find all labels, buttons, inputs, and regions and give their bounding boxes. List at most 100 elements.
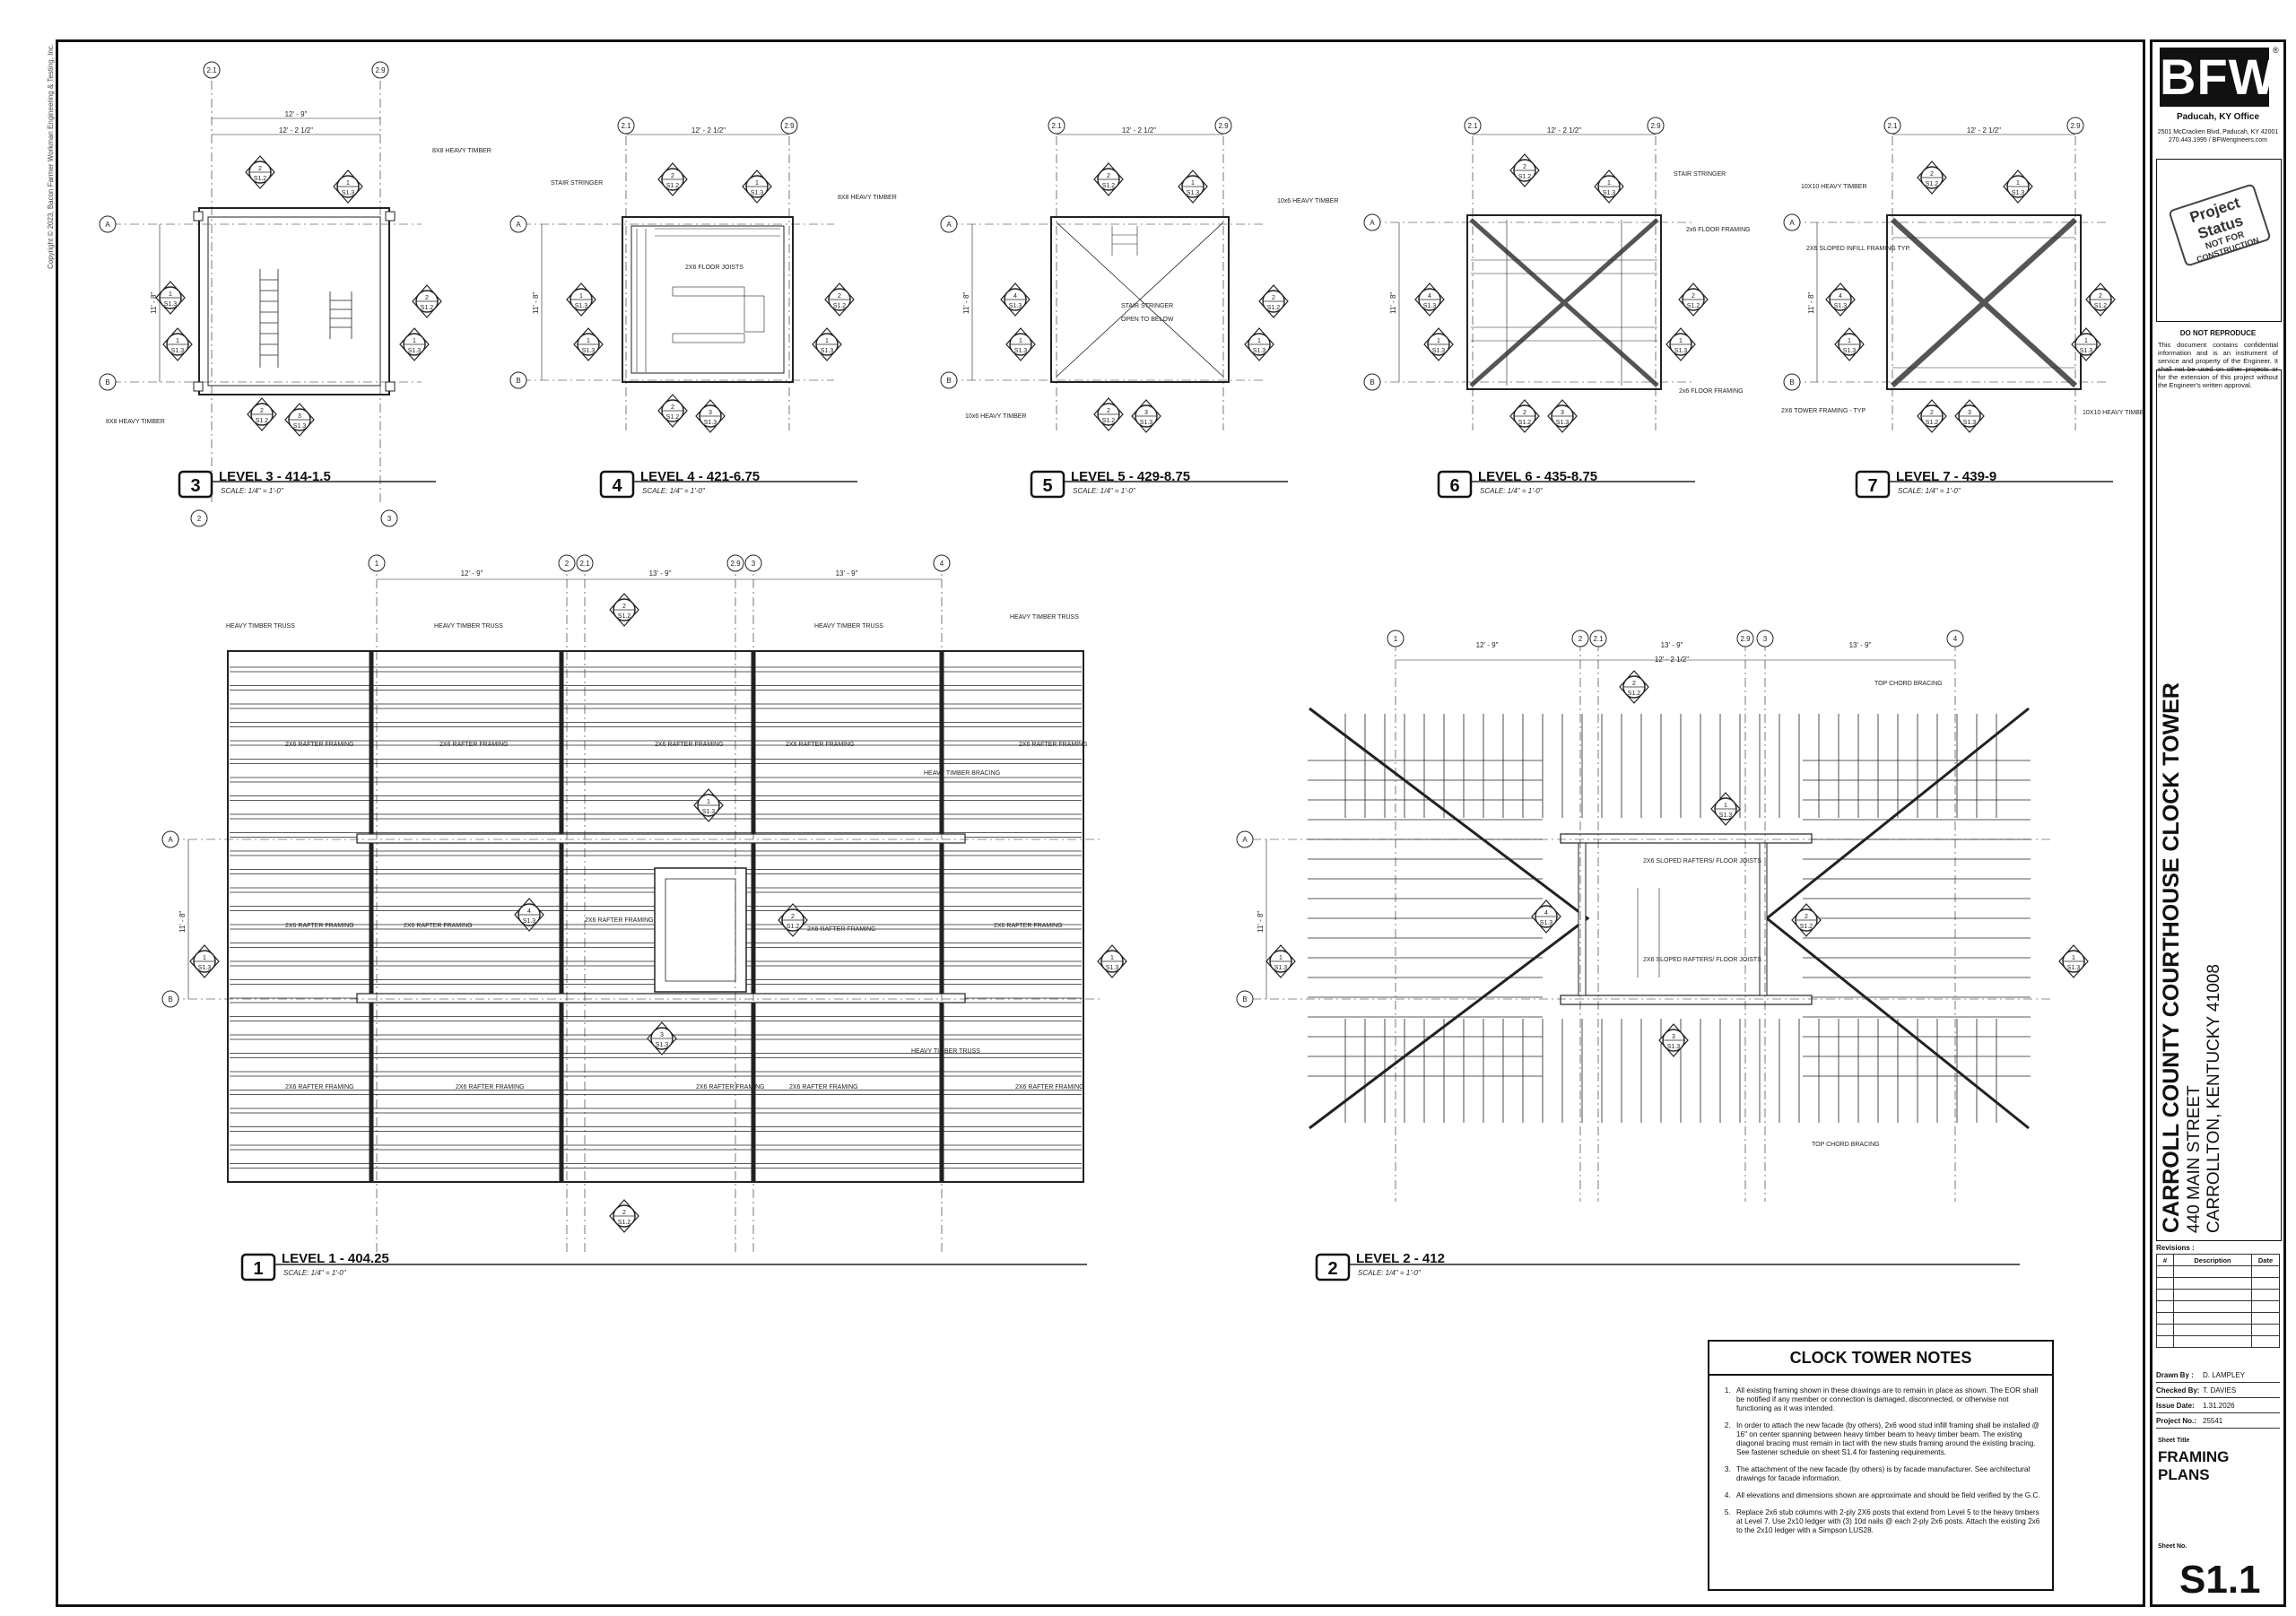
label-top-chord-1: TOP CHORD BRACING [1874, 681, 1943, 687]
label-rafter-9: 2X6 RAFTER FRAMING [807, 926, 876, 933]
section-marker-sheet: S1.3 [1834, 303, 1848, 309]
grid-bubble-label: A [1370, 219, 1375, 227]
section-marker-number: 2 [2099, 293, 2102, 300]
dim-l3-inner: 12' - 2 1/2" [279, 126, 313, 135]
grid-bubble-label: 2 [197, 515, 202, 523]
section-marker-number: 2 [791, 914, 795, 920]
section-marker-number: 4 [1428, 293, 1431, 300]
view-1-title: LEVEL 1 - 404.25 [282, 1251, 389, 1266]
section-marker-number: 4 [1013, 293, 1017, 300]
label-rafter-6: 2X6 RAFTER FRAMING [285, 923, 354, 929]
section-marker-number: 1 [2072, 955, 2075, 961]
grid-bubble-label: B [516, 377, 520, 385]
grid-bubble [1363, 213, 1381, 231]
grid-bubble-label: 4 [1953, 635, 1958, 643]
grid-bubble-label: 2.9 [1650, 122, 1661, 130]
label-rafter-8: 2X6 RAFTER FRAMING [585, 917, 654, 924]
section-marker-number: 1 [707, 799, 710, 805]
view-4-number: 4 [612, 476, 622, 496]
grid-bubble [99, 215, 117, 233]
section-marker-sheet: S1.2 [1518, 174, 1532, 180]
section-marker-sheet: S1.3 [1106, 965, 1119, 971]
grid-bubble [1756, 630, 1774, 647]
section-marker-sheet: S1.3 [751, 190, 764, 196]
label-floor-joists: 2X6 FLOOR JOISTS [685, 265, 744, 271]
section-marker-number: 2 [258, 166, 262, 172]
table-row [2156, 1265, 2280, 1278]
section-marker-sheet: S1.2 [1102, 183, 1116, 189]
label-rafter-13: 2X6 RAFTER FRAMING [696, 1084, 765, 1090]
checked-by-label: Checked By: [2156, 1386, 2200, 1394]
dim-l2-vert: 11' - 8" [1257, 911, 1265, 933]
view-4-scale: SCALE: 1/4" = 1'-0" [642, 487, 706, 495]
section-marker-sheet: S1.3 [1432, 348, 1446, 354]
grid-bubble [558, 554, 576, 572]
table-row [2156, 1335, 2280, 1348]
section-marker-number: 2 [425, 295, 429, 301]
view-2-title: LEVEL 2 - 412 [1356, 1251, 1445, 1266]
view-3-title: LEVEL 3 - 414-1.5 [219, 469, 331, 484]
grid-bubble-label: 2.9 [1740, 635, 1751, 643]
section-marker-sheet: S1.3 [582, 348, 596, 354]
dim-l2-c: 13' - 9" [1849, 641, 1872, 649]
grid-bubble-label: A [1242, 836, 1248, 844]
label-rafter-12: 2X6 RAFTER FRAMING [456, 1084, 525, 1090]
section-marker-sheet: S1.3 [821, 348, 834, 354]
grid-bubble-label: 2.1 [1887, 122, 1898, 130]
section-marker-sheet: S1.2 [254, 176, 267, 182]
grid-bubble-label: 3 [752, 560, 756, 568]
section-marker-sheet: S1.3 [408, 348, 422, 354]
view-6-scale: SCALE: 1/4" = 1'-0" [1480, 487, 1544, 495]
dim-l7: 12' - 2 1/2" [1967, 126, 2001, 135]
label-rafter-15: 2X6 RAFTER FRAMING [1015, 1084, 1084, 1090]
office-name: Paducah, KY Office [2176, 112, 2260, 122]
grid-bubble [509, 371, 527, 389]
grid-bubble [1946, 630, 1964, 647]
section-marker-sheet: S1.2 [1800, 924, 1813, 930]
sheet-title: FRAMING PLANS [2158, 1448, 2230, 1483]
table-row [2156, 1277, 2280, 1290]
project-info: Drawn By :D. LAMPLEY Checked By:T. DAVIE… [2156, 1368, 2280, 1429]
label-8x8-timber-l4: 8X8 HEAVY TIMBER [838, 195, 897, 201]
section-marker-number: 3 [1561, 410, 1564, 416]
section-marker-number: 2 [622, 604, 626, 610]
dim-l5: 12' - 2 1/2" [1122, 126, 1156, 135]
drawing-frame [56, 39, 2145, 1607]
grid-bubble-label: 3 [1763, 635, 1768, 643]
grid-bubble [1387, 630, 1405, 647]
grid-bubble [371, 61, 389, 79]
section-marker-sheet: S1.3 [1274, 965, 1288, 971]
grid-bubble-label: 2.1 [579, 560, 590, 568]
grid-bubble-label: 2.1 [206, 66, 217, 74]
section-marker-sheet: S1.3 [704, 420, 718, 426]
note-item: All existing framing shown in these draw… [1733, 1386, 2045, 1413]
view-6-number: 6 [1449, 476, 1459, 496]
label-rafter-4: 2X6 RAFTER FRAMING [786, 742, 855, 748]
label-open-to-below: OPEN TO BELOW [1121, 317, 1174, 323]
section-marker-number: 4 [1839, 293, 1842, 300]
grid-bubble [380, 509, 398, 527]
view-5-title: LEVEL 5 - 429-8.75 [1071, 469, 1190, 484]
section-marker-sheet: S1.3 [1540, 920, 1553, 926]
label-bracing: HEAVY TIMBER BRACING [924, 770, 1000, 777]
notes-title: CLOCK TOWER NOTES [1709, 1342, 2052, 1376]
section-marker-number: 1 [1724, 803, 1727, 809]
section-marker-sheet: S1.3 [1603, 190, 1616, 196]
plan-level-6 [1372, 118, 1693, 430]
grid-bubble-label: B [1789, 378, 1794, 387]
grid-bubble-label: 2.1 [1467, 122, 1478, 130]
sheet-number-label: Sheet No. [2158, 1543, 2187, 1550]
project-status-stamp: Project Status NOT FOR CONSTRUCTION [2168, 183, 2272, 267]
section-marker-number: 1 [346, 180, 350, 187]
rev-header-desc: Description [2173, 1254, 2252, 1266]
view-2-number: 2 [1327, 1259, 1337, 1279]
section-marker-number: 1 [2084, 338, 2088, 344]
view-5-scale: SCALE: 1/4" = 1'-0" [1073, 487, 1136, 495]
section-marker-sheet: S1.2 [1102, 418, 1116, 424]
issue-date-label: Issue Date: [2156, 1401, 2195, 1410]
section-marker-number: 2 [671, 173, 674, 179]
section-markers: 2S1.21S1.31S1.32S1.21S1.31S1.32S1.23S1.3… [155, 153, 2116, 1233]
grid-bubble-label: B [168, 995, 172, 1003]
grid-bubble [1236, 990, 1254, 1008]
